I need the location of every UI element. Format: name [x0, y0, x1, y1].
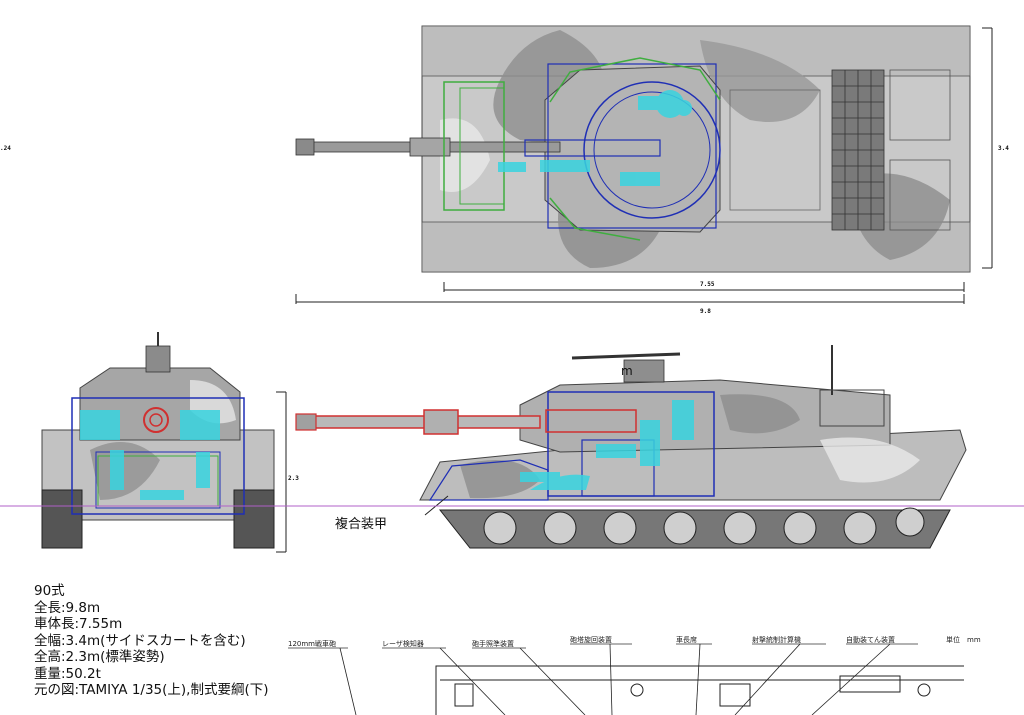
side-cupola: [623, 359, 665, 383]
side-camo-1: [460, 460, 540, 499]
side-machine-gun: [571, 352, 681, 360]
side-turret: [519, 379, 891, 453]
spec-total-length: 全長:9.8m: [34, 599, 101, 616]
schematic-section: 120mm戦車砲 レーザ検知器 砲手照準装置 砲塔旋回装置 車長席 射撃統制計算…: [288, 635, 981, 715]
front-dim-lines: [276, 391, 287, 553]
front-track-left: [41, 489, 83, 549]
turret-outline-green-low: [549, 197, 641, 241]
breech-box-overlay: [524, 139, 661, 157]
top-gun-mantlet: [409, 137, 451, 157]
spec-name: 90式: [34, 583, 65, 599]
side-fume-extractor: [423, 409, 459, 435]
front-cupola: [145, 345, 171, 373]
top-muzzle: [295, 138, 315, 156]
turret-ring-inner-overlay: [593, 91, 711, 209]
schematic-hull-outline: [435, 665, 964, 715]
engine-grille: [831, 69, 885, 231]
side-cyan-overlay: [520, 400, 694, 490]
front-inner-box-overlay: [95, 451, 221, 509]
spec-height: 全高:2.3m(標準姿勢): [34, 649, 165, 665]
rear-panel-1: [889, 69, 951, 141]
edge-dim-label: .24: [0, 145, 11, 152]
side-camo-2: [720, 394, 800, 434]
front-box-overlay: [71, 397, 245, 515]
turret-outline-green: [549, 57, 721, 103]
spec-hull-length: 車体長:7.55m: [34, 616, 123, 632]
front-gun-overlay-inner: [149, 413, 163, 427]
top-view: 3.4 7.55 9.8 .24: [0, 25, 1009, 315]
front-view: 2.3: [41, 332, 299, 553]
side-gun-barrel: [299, 415, 541, 429]
schematic-label-3: 砲手照準装置: [472, 639, 514, 648]
front-gun-overlay: [143, 407, 169, 433]
front-track-right: [233, 489, 275, 549]
schematic-label-4: 砲塔旋回装置: [570, 635, 612, 644]
turret-ring-overlay: [583, 81, 721, 219]
top-camo-5: [440, 118, 490, 192]
schematic-underlines: [288, 643, 918, 649]
schematic-unit-label: 単位 mm: [946, 635, 981, 644]
front-cyan-overlay: [80, 410, 220, 500]
schematic-label-6: 射撃統制計算機: [752, 635, 801, 644]
spec-source: 元の図:TAMIYA 1/35(上),制式要綱(下): [34, 682, 269, 698]
dim-width-label: 3.4: [998, 145, 1009, 152]
spec-weight: 重量:50.2t: [34, 665, 101, 682]
top-dim-lines: [295, 27, 993, 304]
ammo-overlay-cyan: [498, 90, 692, 186]
turret-box-overlay: [547, 63, 717, 229]
side-road-wheels: [483, 507, 925, 545]
dim-height-label: 2.3: [288, 475, 299, 482]
side-view: m 複合装甲: [295, 345, 967, 549]
driver-box-green-inner: [459, 87, 505, 205]
schematic-label-5: 車長席: [676, 635, 697, 644]
schematic-label-1: 120mm戦車砲: [288, 639, 336, 648]
side-marker-m: m: [621, 364, 633, 378]
side-inner-overlay: [581, 439, 655, 497]
dim-total-length-label: 9.8: [700, 308, 711, 315]
top-turret: [544, 65, 721, 233]
schematic-label-7: 自動装てん装置: [846, 635, 895, 644]
deck-panel: [729, 89, 821, 211]
side-camo-3: [820, 437, 920, 483]
composite-armor-label: 複合装甲: [335, 516, 387, 532]
schematic-label-2: レーザ検知器: [382, 639, 424, 648]
spec-width: 全幅:3.4m(サイドスカートを含む): [34, 632, 246, 649]
side-rear-basket: [819, 389, 885, 427]
side-muzzle: [295, 413, 317, 431]
side-breech-overlay: [545, 409, 637, 433]
spec-block: 90式 全長:9.8m 車体長:7.55m 全幅:3.4m(サイドスカートを含む…: [34, 583, 334, 699]
rear-panel-2: [889, 159, 951, 231]
side-front-overlay: [428, 459, 549, 501]
dim-hull-length-label: 7.55: [700, 281, 715, 288]
